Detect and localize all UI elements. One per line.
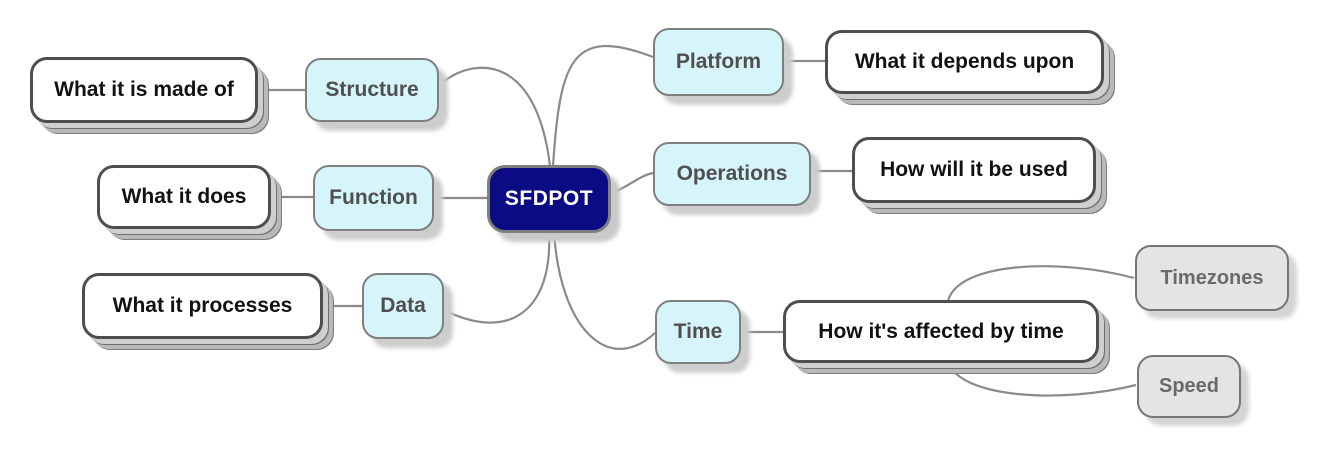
connector-sfdpot-platform [551,44,654,167]
node-what-it-processes[interactable]: What it processes [82,273,323,339]
node-label: Structure [325,78,419,101]
node-timezones[interactable]: Timezones [1135,245,1289,311]
connector-sfdpot-operations [609,171,654,195]
node-label: What it does [121,185,247,208]
node-structure[interactable]: Structure [305,58,439,122]
node-label: What it is made of [54,78,234,101]
node-label: SFDPOT [504,187,594,210]
node-label: Time [673,320,723,343]
node-what-it-does[interactable]: What it does [97,165,271,229]
node-label: Function [329,186,418,209]
node-time[interactable]: Time [655,300,741,364]
node-speed[interactable]: Speed [1137,355,1241,418]
node-label: What it depends upon [854,50,1075,73]
connector-sfdpot-time [552,231,656,350]
connector-affected-timezones [946,265,1135,302]
node-what-it-depends-upon[interactable]: What it depends upon [825,30,1104,94]
node-what-it-is-made-of[interactable]: What it is made of [30,57,258,123]
connector-sfdpot-data [443,231,551,324]
node-operations[interactable]: Operations [653,142,811,206]
node-label: Speed [1158,375,1220,397]
node-label: How it's affected by time [818,319,1064,343]
node-label: Operations [676,162,788,185]
node-label: Timezones [1160,266,1264,289]
node-label: Data [380,294,426,317]
node-sfdpot-center[interactable]: SFDPOT [487,165,611,233]
node-how-its-affected-by-time[interactable]: How it's affected by time [783,300,1099,363]
node-function[interactable]: Function [313,165,434,231]
node-platform[interactable]: Platform [653,28,784,96]
node-label: What it processes [112,294,293,317]
node-label: Platform [675,50,762,73]
node-label: How will it be used [880,158,1068,181]
node-how-will-it-be-used[interactable]: How will it be used [852,137,1096,203]
connector-affected-speed [946,360,1137,397]
connector-structure-sfdpot [442,66,552,167]
node-data[interactable]: Data [362,273,444,339]
